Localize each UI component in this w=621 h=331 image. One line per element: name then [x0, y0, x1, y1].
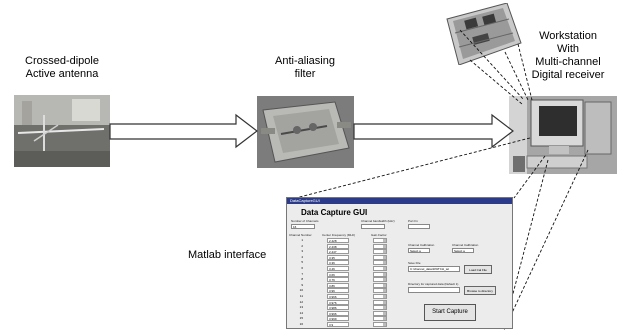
gain-factor-select[interactable]: [373, 277, 387, 283]
gain-factor-select[interactable]: [373, 266, 387, 271]
channel-frequency-input[interactable]: 3.966: [327, 294, 349, 299]
save-file-input[interactable]: C:\channel_data\1PATCH_tel: [408, 266, 460, 272]
num-channels-input[interactable]: 16: [291, 224, 315, 229]
gain-factor-select[interactable]: [373, 238, 387, 243]
workstation-label-line4: Digital receiver: [531, 69, 605, 81]
channel-frequency-input[interactable]: 3.999: [327, 316, 349, 322]
bandwidth-label: Channel bandwidth (kHz): [361, 219, 395, 223]
circuit-board-photo: [446, 3, 522, 65]
channel-frequency-input[interactable]: 3.35: [327, 254, 349, 260]
capture-dir-input[interactable]: [408, 287, 460, 293]
channel-number: 16: [299, 322, 303, 326]
workstation-photo: [509, 96, 617, 174]
col-gain-header: Gain Factor: [371, 233, 387, 237]
gui-zoom-lines: [287, 137, 589, 331]
channel-number: 15: [299, 316, 303, 321]
matlab-label: Matlab interface: [188, 249, 267, 261]
port-label: Port Fn: [408, 219, 418, 223]
gain-factor-select[interactable]: [373, 299, 387, 305]
channel-number: 9: [301, 282, 303, 287]
channel-number: 6: [301, 266, 303, 270]
channel-number: 11: [299, 294, 303, 298]
antenna-label-line2: Active antenna: [25, 68, 99, 80]
gain-factor-select[interactable]: [373, 254, 387, 260]
gain-factor-select[interactable]: [373, 271, 387, 277]
gain-factor-select[interactable]: [373, 305, 387, 311]
channel-cal-1-label: Channel Calibration: [408, 243, 435, 247]
channel-frequency-input[interactable]: 3.86: [327, 282, 349, 288]
antenna-photo: [14, 95, 110, 167]
channel-frequency-input[interactable]: 3.996: [327, 310, 349, 316]
load-cal-file-button[interactable]: Load Cal File: [464, 265, 492, 274]
col-channel-header: Channel Number: [289, 233, 312, 237]
filter-label-line1: Anti-aliasing: [275, 55, 335, 67]
gain-factor-select[interactable]: [373, 322, 387, 327]
channel-number: 5: [301, 260, 303, 265]
channel-number: 2: [301, 243, 303, 248]
channel-frequency-input[interactable]: 3.986: [327, 305, 349, 311]
channel-number: 7: [301, 271, 303, 276]
channel-frequency-input[interactable]: 3.96: [327, 288, 349, 294]
browse-directory-button[interactable]: Browse to directory: [464, 286, 496, 295]
start-capture-button[interactable]: Start Capture: [424, 304, 476, 321]
channel-frequency-input[interactable]: 2.428: [327, 238, 349, 243]
channel-frequency-input[interactable]: 3.66: [327, 271, 349, 277]
board-zoom-lines: [459, 29, 533, 105]
channel-number: 4: [301, 254, 303, 259]
gain-factor-select[interactable]: [373, 282, 387, 288]
port-input[interactable]: [408, 224, 430, 229]
gain-factor-select[interactable]: [373, 243, 387, 249]
capture-dir-label: Directory for captured data (Default 1): [408, 282, 459, 286]
channel-cal-2-select[interactable]: Select a: [452, 248, 474, 253]
arrow-filter-to-workstation: [353, 113, 514, 149]
channel-frequency-input[interactable]: 3.9: [327, 322, 349, 327]
channel-number: 1: [301, 238, 303, 242]
save-file-label: Save File: [408, 261, 421, 265]
num-channels-label: Number of Channels: [291, 219, 319, 223]
gain-factor-select[interactable]: [373, 249, 387, 255]
channel-number: 12: [299, 299, 303, 304]
channel-number: 13: [299, 305, 303, 310]
workstation-label: Workstation With Multi-channel Digital r…: [518, 30, 618, 82]
channel-number: 8: [301, 277, 303, 282]
channel-frequency-input[interactable]: 2.438: [327, 243, 349, 249]
channel-frequency-input[interactable]: 3.976: [327, 299, 349, 305]
antenna-label: Crossed-dipole Active antenna: [14, 55, 110, 81]
filter-photo: [257, 96, 354, 168]
workstation-label-line2: With: [557, 43, 579, 55]
workstation-label-line3: Multi-channel: [535, 56, 601, 68]
channel-frequency-input[interactable]: 3.36: [327, 260, 349, 266]
col-freq-header: Center Frequency (MHz): [322, 233, 356, 237]
bandwidth-input[interactable]: [361, 224, 385, 229]
channel-frequency-input[interactable]: 3.76: [327, 277, 349, 283]
filter-label-line2: filter: [294, 68, 316, 80]
gui-title: Data Capture GUI: [301, 208, 368, 217]
channel-frequency-input[interactable]: 3.46: [327, 266, 349, 271]
channel-cal-2-label: Channel Calibration: [452, 243, 479, 247]
gain-factor-select[interactable]: [373, 316, 387, 322]
workstation-label-line1: Workstation: [539, 30, 597, 42]
channel-number: 10: [299, 288, 303, 293]
filter-label: Anti-aliasing filter: [260, 55, 350, 81]
gain-factor-select[interactable]: [373, 310, 387, 316]
channel-number: 14: [299, 310, 303, 315]
gui-titlebar: DataCaptureGUI: [287, 198, 512, 204]
gain-factor-select[interactable]: [373, 288, 387, 294]
gain-factor-select[interactable]: [373, 294, 387, 299]
matlab-gui-window: DataCaptureGUI Data Capture GUI Number o…: [286, 197, 513, 329]
gain-factor-select[interactable]: [373, 260, 387, 266]
channel-frequency-input[interactable]: 2.447: [327, 249, 349, 255]
antenna-label-line1: Crossed-dipole: [25, 55, 99, 67]
arrow-antenna-to-filter: [109, 113, 258, 149]
channel-cal-1-select[interactable]: Select a: [408, 248, 430, 253]
channel-number: 3: [301, 249, 303, 254]
